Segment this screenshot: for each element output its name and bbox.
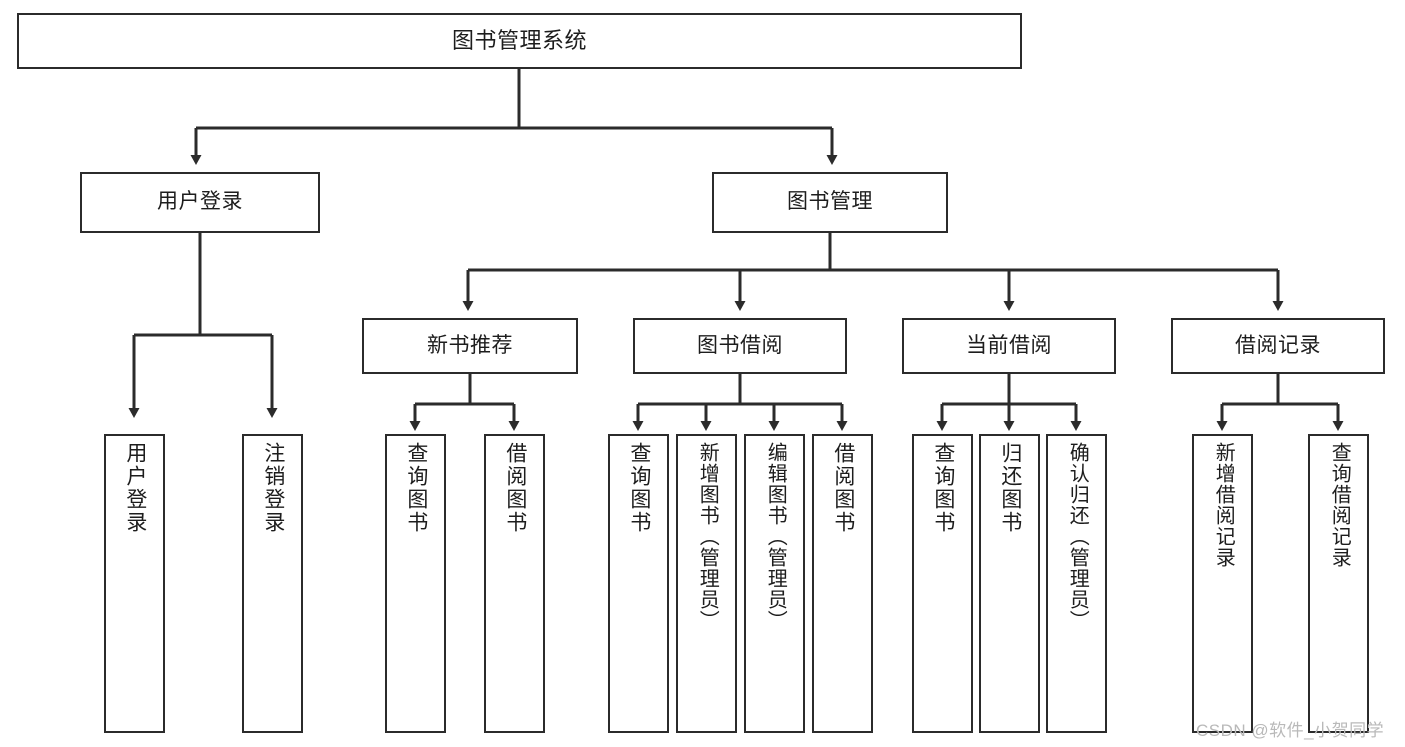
- node-label: 图书管理: [787, 190, 873, 214]
- node-label: 用户登录: [157, 190, 243, 214]
- node-current-borrow[interactable]: 当前借阅: [902, 318, 1116, 374]
- watermark-text: CSDN @软件_小贺同学: [1196, 721, 1385, 740]
- node-borrow-records[interactable]: 借阅记录: [1171, 318, 1385, 374]
- node-book-management[interactable]: 图书管理: [712, 172, 948, 233]
- leaf-add-book-admin[interactable]: 新增图书（管理员）: [676, 434, 737, 733]
- node-label: 图书管理系统: [451, 28, 587, 54]
- leaf-return-book[interactable]: 归还图书: [979, 434, 1040, 733]
- node-label: 新增图书（管理员）: [696, 442, 719, 631]
- node-label: 注销登录: [261, 442, 285, 534]
- leaf-logout[interactable]: 注销登录: [242, 434, 303, 733]
- node-label: 当前借阅: [966, 333, 1052, 357]
- node-label: 图书借阅: [697, 333, 783, 357]
- leaf-user-login[interactable]: 用户登录: [104, 434, 165, 733]
- leaf-query-book-current[interactable]: 查询图书: [912, 434, 973, 733]
- leaf-borrow-book-recommend[interactable]: 借阅图书: [484, 434, 545, 733]
- node-label: 新书推荐: [427, 333, 513, 357]
- node-label: 新增借阅记录: [1212, 442, 1235, 568]
- node-new-book-recommend[interactable]: 新书推荐: [362, 318, 578, 374]
- node-label: 编辑图书（管理员）: [764, 442, 787, 631]
- node-label: 查询图书: [931, 442, 955, 534]
- node-label: 确认归还（管理员）: [1066, 442, 1089, 631]
- node-book-borrow[interactable]: 图书借阅: [633, 318, 847, 374]
- node-label: 借阅记录: [1235, 333, 1321, 357]
- node-user-login[interactable]: 用户登录: [80, 172, 320, 233]
- node-root-system[interactable]: 图书管理系统: [17, 13, 1022, 69]
- node-label: 用户登录: [123, 442, 147, 534]
- node-label: 归还图书: [998, 442, 1022, 534]
- leaf-query-borrow-record[interactable]: 查询借阅记录: [1308, 434, 1369, 733]
- leaf-edit-book-admin[interactable]: 编辑图书（管理员）: [744, 434, 805, 733]
- leaf-add-borrow-record[interactable]: 新增借阅记录: [1192, 434, 1253, 733]
- node-label: 借阅图书: [831, 442, 855, 534]
- node-label: 借阅图书: [503, 442, 527, 534]
- node-label: 查询借阅记录: [1328, 442, 1351, 568]
- leaf-borrow-book[interactable]: 借阅图书: [812, 434, 873, 733]
- leaf-query-book-recommend[interactable]: 查询图书: [385, 434, 446, 733]
- node-label: 查询图书: [627, 442, 651, 534]
- node-label: 查询图书: [404, 442, 428, 534]
- leaf-query-book-borrow[interactable]: 查询图书: [608, 434, 669, 733]
- leaf-confirm-return-admin[interactable]: 确认归还（管理员）: [1046, 434, 1107, 733]
